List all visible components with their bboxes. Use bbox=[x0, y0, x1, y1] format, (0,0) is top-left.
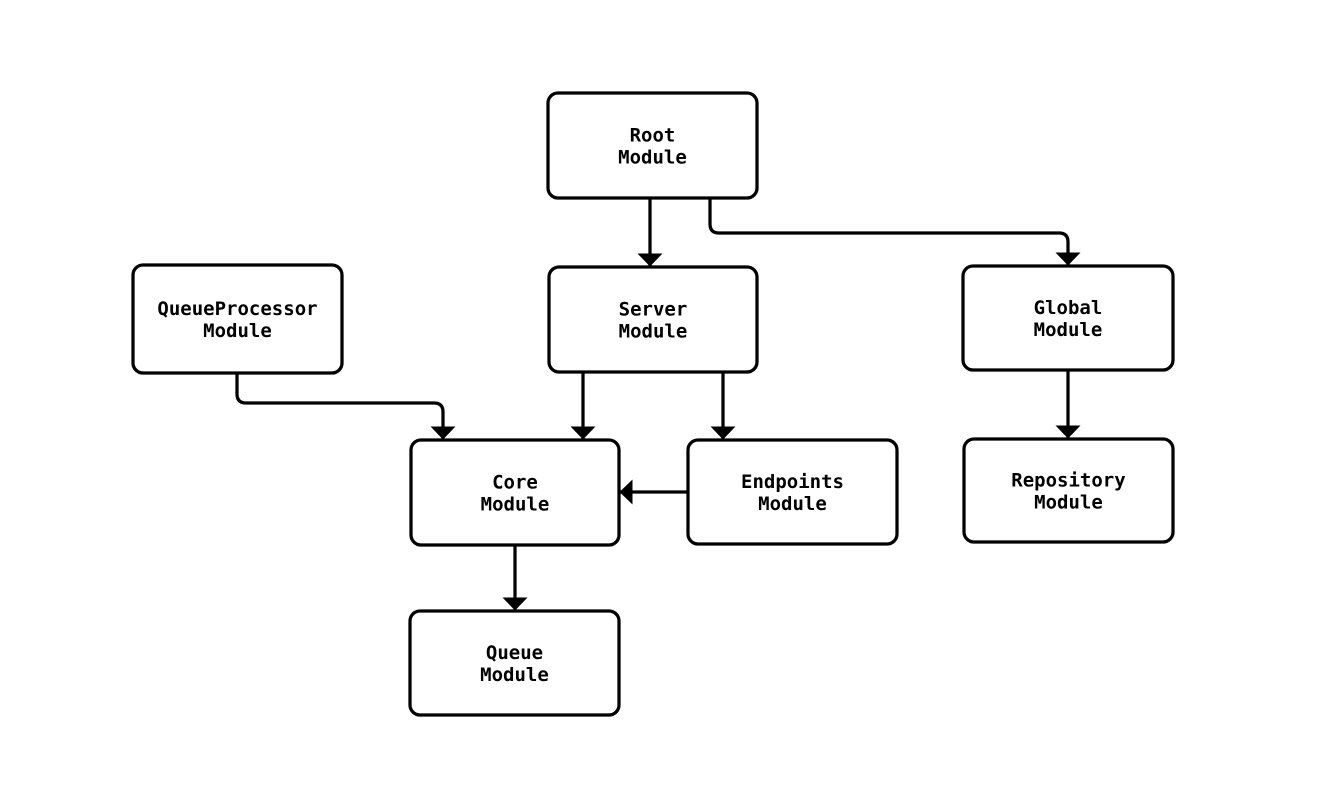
node-endpoints-box bbox=[686, 438, 899, 546]
node-queueprocessor-box bbox=[131, 263, 344, 375]
node-root-box bbox=[546, 91, 759, 200]
node-global-box bbox=[961, 264, 1175, 372]
edge-queueprocessor-to-core bbox=[235, 373, 456, 440]
node-queue-box bbox=[408, 609, 621, 717]
edge-root-to-global bbox=[708, 198, 1081, 266]
node-repository-box bbox=[962, 437, 1175, 544]
node-server-box bbox=[547, 265, 759, 374]
node-core-box bbox=[409, 438, 621, 547]
